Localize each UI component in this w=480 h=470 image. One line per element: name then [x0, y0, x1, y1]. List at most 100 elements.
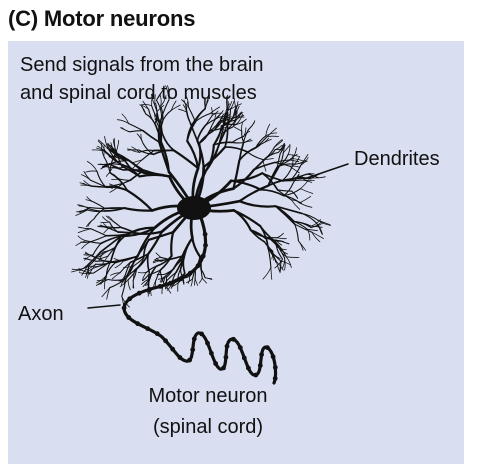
dendrite-branch: [110, 235, 123, 263]
dendrite-branch: [160, 95, 167, 107]
dendrite-branch: [95, 260, 114, 263]
dendrite-branch: [142, 271, 147, 281]
axon-bead: [168, 280, 174, 286]
dendrite-branch: [126, 189, 154, 212]
dendrite-branch: [155, 252, 161, 258]
dendrite-branch: [178, 108, 187, 113]
axon-bead: [170, 346, 176, 352]
axon-bead: [154, 331, 160, 337]
dendrite-branch: [77, 235, 87, 242]
dendrite-branch: [275, 261, 280, 272]
dendrite-branch: [99, 235, 123, 254]
dendrite-branch: [138, 271, 147, 274]
dendrite-branch: [112, 220, 122, 229]
description-line-2: and spinal cord to muscles: [20, 82, 257, 104]
dendrite-branch: [300, 157, 309, 166]
dendrite-branch: [138, 149, 155, 153]
dendrite-branch: [212, 120, 223, 132]
dendrite-branch: [291, 164, 302, 180]
dendrite-branch: [278, 163, 296, 167]
dendrite-branch: [147, 230, 163, 256]
dendrite-branch: [109, 226, 122, 229]
axon-bead: [127, 296, 133, 302]
dendrite-branch: [196, 139, 205, 169]
dendrite-branch: [279, 258, 283, 272]
dendrite-branch: [217, 110, 224, 119]
axon-bead: [265, 345, 270, 350]
dendrite-branch: [223, 121, 235, 134]
dendrite-branch: [111, 184, 119, 190]
dendrite-branch: [289, 165, 300, 174]
dendrite-branch: [266, 146, 276, 159]
dendrite-branch: [277, 189, 293, 192]
dendrite-branch: [96, 261, 114, 268]
dendrite-branch: [307, 228, 318, 232]
dendrite-branch: [78, 268, 94, 274]
dendrite-branch: [234, 111, 242, 121]
dendrite-branch: [93, 201, 106, 209]
dendrite-branch: [77, 228, 92, 233]
axon-bead: [136, 290, 142, 296]
dendrite-branch: [148, 108, 156, 125]
dendrite-branch: [90, 235, 107, 243]
dendrite-branch: [96, 275, 107, 284]
dendrite-branch: [171, 282, 179, 288]
dendrite-branch: [165, 268, 175, 277]
dendrite-branch: [291, 190, 298, 199]
dendrite-branch: [204, 143, 215, 173]
dendrite-branch: [102, 255, 109, 265]
dendrite-branch: [243, 138, 252, 143]
dendrite-branch: [224, 146, 248, 153]
axon-bead: [135, 321, 141, 327]
dendrite-branch: [285, 256, 292, 268]
dendrite-branch: [246, 151, 264, 161]
dendrite-branch: [101, 165, 113, 168]
dendrite-branch: [146, 253, 151, 274]
dendrite-branch: [270, 267, 273, 280]
dendrite-branch: [294, 159, 306, 165]
dendrite-branch: [232, 159, 241, 190]
axon-bead: [270, 354, 276, 360]
dendrite-branch: [139, 104, 150, 110]
dendrite-branch: [142, 143, 155, 155]
dendrite-branch: [155, 102, 158, 112]
dendrite-branch: [224, 124, 229, 148]
dendrite-branch: [259, 188, 285, 197]
dendrite-branch: [140, 104, 152, 106]
dendrite-branch: [276, 154, 289, 168]
dendrite-branch: [187, 106, 196, 121]
axon-label: Axon: [18, 303, 64, 325]
dendrite-branch: [211, 110, 219, 116]
dendrite-branch: [170, 104, 181, 111]
axon-bead: [259, 352, 264, 357]
dendrite-branch: [86, 265, 98, 268]
dendrite-branch: [107, 215, 114, 222]
dendrite-branch: [275, 239, 283, 246]
dendrite-branch: [285, 256, 300, 258]
axon-bead: [199, 331, 205, 337]
dendrite-branch: [112, 163, 128, 167]
dendrite-branch: [238, 141, 245, 162]
axon-bead: [231, 336, 236, 342]
dendrite-branch: [294, 223, 313, 233]
dendrite-branch: [183, 99, 187, 111]
dendrite-branch: [198, 130, 214, 145]
dendrite-branch: [241, 122, 243, 132]
dendrite-branch: [85, 240, 102, 244]
dendrite-branch: [311, 231, 321, 243]
dendrite-branch: [236, 118, 247, 125]
dendrite-branch: [231, 141, 245, 144]
dendrite-branch: [90, 179, 106, 188]
dendrite-branch: [234, 111, 242, 123]
dendrite-branch: [159, 269, 165, 285]
dendrite-branch: [238, 184, 270, 203]
dendrite-branch: [142, 129, 161, 143]
dendrite-branch: [122, 255, 138, 262]
dendrite-branch: [186, 120, 197, 142]
dendrite-branch: [310, 222, 325, 228]
dendrite-branch: [289, 165, 300, 168]
dendrite-branch: [84, 251, 99, 259]
axon-bead: [209, 350, 214, 356]
dendrite-branch: [170, 231, 175, 257]
dendrite-branch: [219, 113, 225, 122]
